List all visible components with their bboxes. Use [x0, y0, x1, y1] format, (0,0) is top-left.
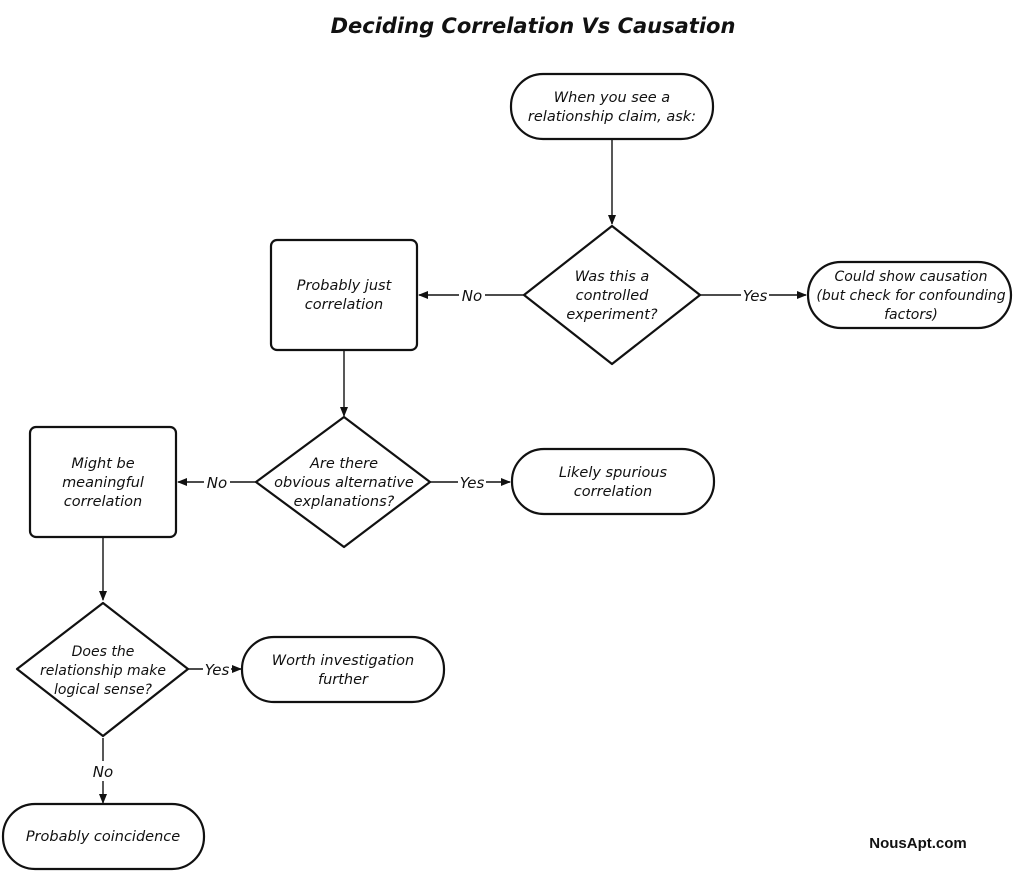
- edge-label-logical-no: No: [93, 763, 113, 781]
- node-just-correlation: Probably just correlation: [269, 238, 419, 352]
- node-causation-line3: factors): [884, 307, 938, 323]
- edge-label-alternatives-no: No: [207, 474, 227, 492]
- diagram-title: Deciding Correlation Vs Causation: [331, 14, 736, 38]
- edge-label-controlled-no: No: [462, 287, 482, 305]
- edge-label-logical-yes: Yes: [205, 661, 230, 679]
- edge-label-controlled-yes: Yes: [743, 287, 768, 305]
- node-just-correlation-line2: correlation: [305, 297, 383, 313]
- node-causation: Could show causation (but check for conf…: [806, 260, 1013, 330]
- node-start-line1: When you see a: [554, 90, 670, 106]
- node-causation-line1: Could show causation: [835, 269, 988, 285]
- node-q-controlled-line1: Was this a: [575, 269, 650, 285]
- node-coincidence: Probably coincidence: [1, 802, 206, 871]
- edge-label-alternatives-yes: Yes: [460, 474, 485, 492]
- node-q-controlled-line3: experiment?: [566, 307, 658, 323]
- node-q-alternatives-line2: obvious alternative: [274, 475, 414, 491]
- node-meaningful-line3: correlation: [64, 494, 142, 510]
- node-meaningful-line1: Might be: [71, 456, 134, 472]
- node-spurious-line2: correlation: [574, 484, 652, 500]
- node-spurious-line1: Likely spurious: [559, 465, 668, 481]
- node-causation-line2: (but check for confounding: [816, 288, 1005, 304]
- node-start-line2: relationship claim, ask:: [528, 109, 696, 125]
- node-q-alternatives: Are there obvious alternative explanatio…: [254, 415, 432, 549]
- node-investigate-line2: further: [318, 672, 369, 688]
- node-coincidence-line1: Probably coincidence: [26, 829, 180, 845]
- node-investigate: Worth investigation further: [240, 635, 446, 704]
- node-q-controlled: Was this a controlled experiment?: [522, 224, 702, 366]
- node-q-controlled-line2: controlled: [576, 288, 650, 304]
- node-investigate-line1: Worth investigation: [272, 653, 415, 669]
- site-credit: NousApt.com: [869, 835, 967, 852]
- node-q-alternatives-line3: explanations?: [294, 494, 395, 510]
- node-meaningful-line2: meaningful: [62, 475, 144, 491]
- node-just-correlation-line1: Probably just: [297, 278, 393, 294]
- node-meaningful: Might be meaningful correlation: [28, 425, 178, 539]
- node-q-logical-line2: relationship make: [40, 663, 166, 679]
- node-start: When you see a relationship claim, ask:: [509, 72, 715, 141]
- node-spurious: Likely spurious correlation: [510, 447, 716, 516]
- node-q-logical-line3: logical sense?: [54, 682, 153, 698]
- node-q-alternatives-line1: Are there: [309, 456, 378, 472]
- node-q-logical: Does the relationship make logical sense…: [15, 601, 190, 738]
- node-q-logical-line1: Does the: [72, 644, 135, 660]
